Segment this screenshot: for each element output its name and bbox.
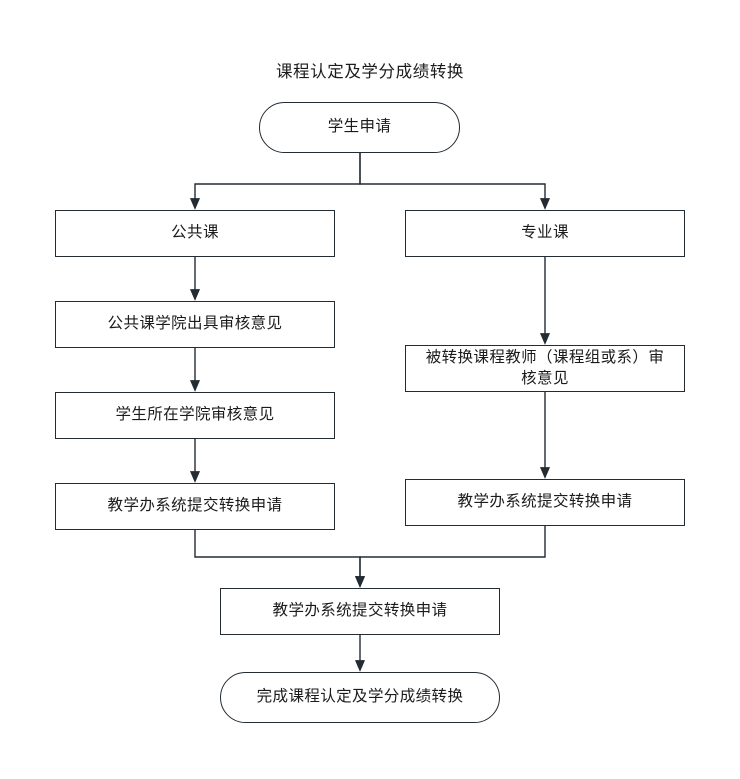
node-start[interactable]: 学生申请 xyxy=(259,102,460,153)
node-label-submit-right: 教学办系统提交转换申请 xyxy=(457,493,633,511)
connector-left-to-merge xyxy=(194,530,366,588)
node-label-start: 学生申请 xyxy=(327,118,392,136)
node-label-finish: 完成课程认定及学分成绩转换 xyxy=(256,688,464,706)
node-major[interactable]: 专业课 xyxy=(405,210,685,257)
node-public-college[interactable]: 公共课学院出具审核意见 xyxy=(55,301,335,348)
node-teacher[interactable]: 被转换课程教师（课程组或系）审 核意见 xyxy=(405,345,685,392)
node-finish[interactable]: 完成课程认定及学分成绩转换 xyxy=(220,672,500,723)
node-submit-right[interactable]: 教学办系统提交转换申请 xyxy=(405,479,685,526)
node-student-college[interactable]: 学生所在学院审核意见 xyxy=(55,392,335,439)
node-label-public: 公共课 xyxy=(171,224,219,242)
node-label-major: 专业课 xyxy=(521,224,569,242)
connector-start-to-major xyxy=(359,153,551,210)
node-submit-merge[interactable]: 教学办系统提交转换申请 xyxy=(220,588,500,635)
connector-right-to-merge xyxy=(354,526,546,588)
node-label-public-college: 公共课学院出具审核意见 xyxy=(107,315,283,333)
connector-start-to-public xyxy=(189,153,361,210)
node-label-submit-left: 教学办系统提交转换申请 xyxy=(107,497,283,515)
page-title: 课程认定及学分成绩转换 xyxy=(275,63,465,81)
node-public[interactable]: 公共课 xyxy=(55,210,335,257)
node-submit-left[interactable]: 教学办系统提交转换申请 xyxy=(55,483,335,530)
node-label-teacher: 被转换课程教师（课程组或系）审 核意见 xyxy=(425,348,665,387)
node-label-submit-merge: 教学办系统提交转换申请 xyxy=(272,602,448,620)
node-label-student-college: 学生所在学院审核意见 xyxy=(115,406,275,424)
